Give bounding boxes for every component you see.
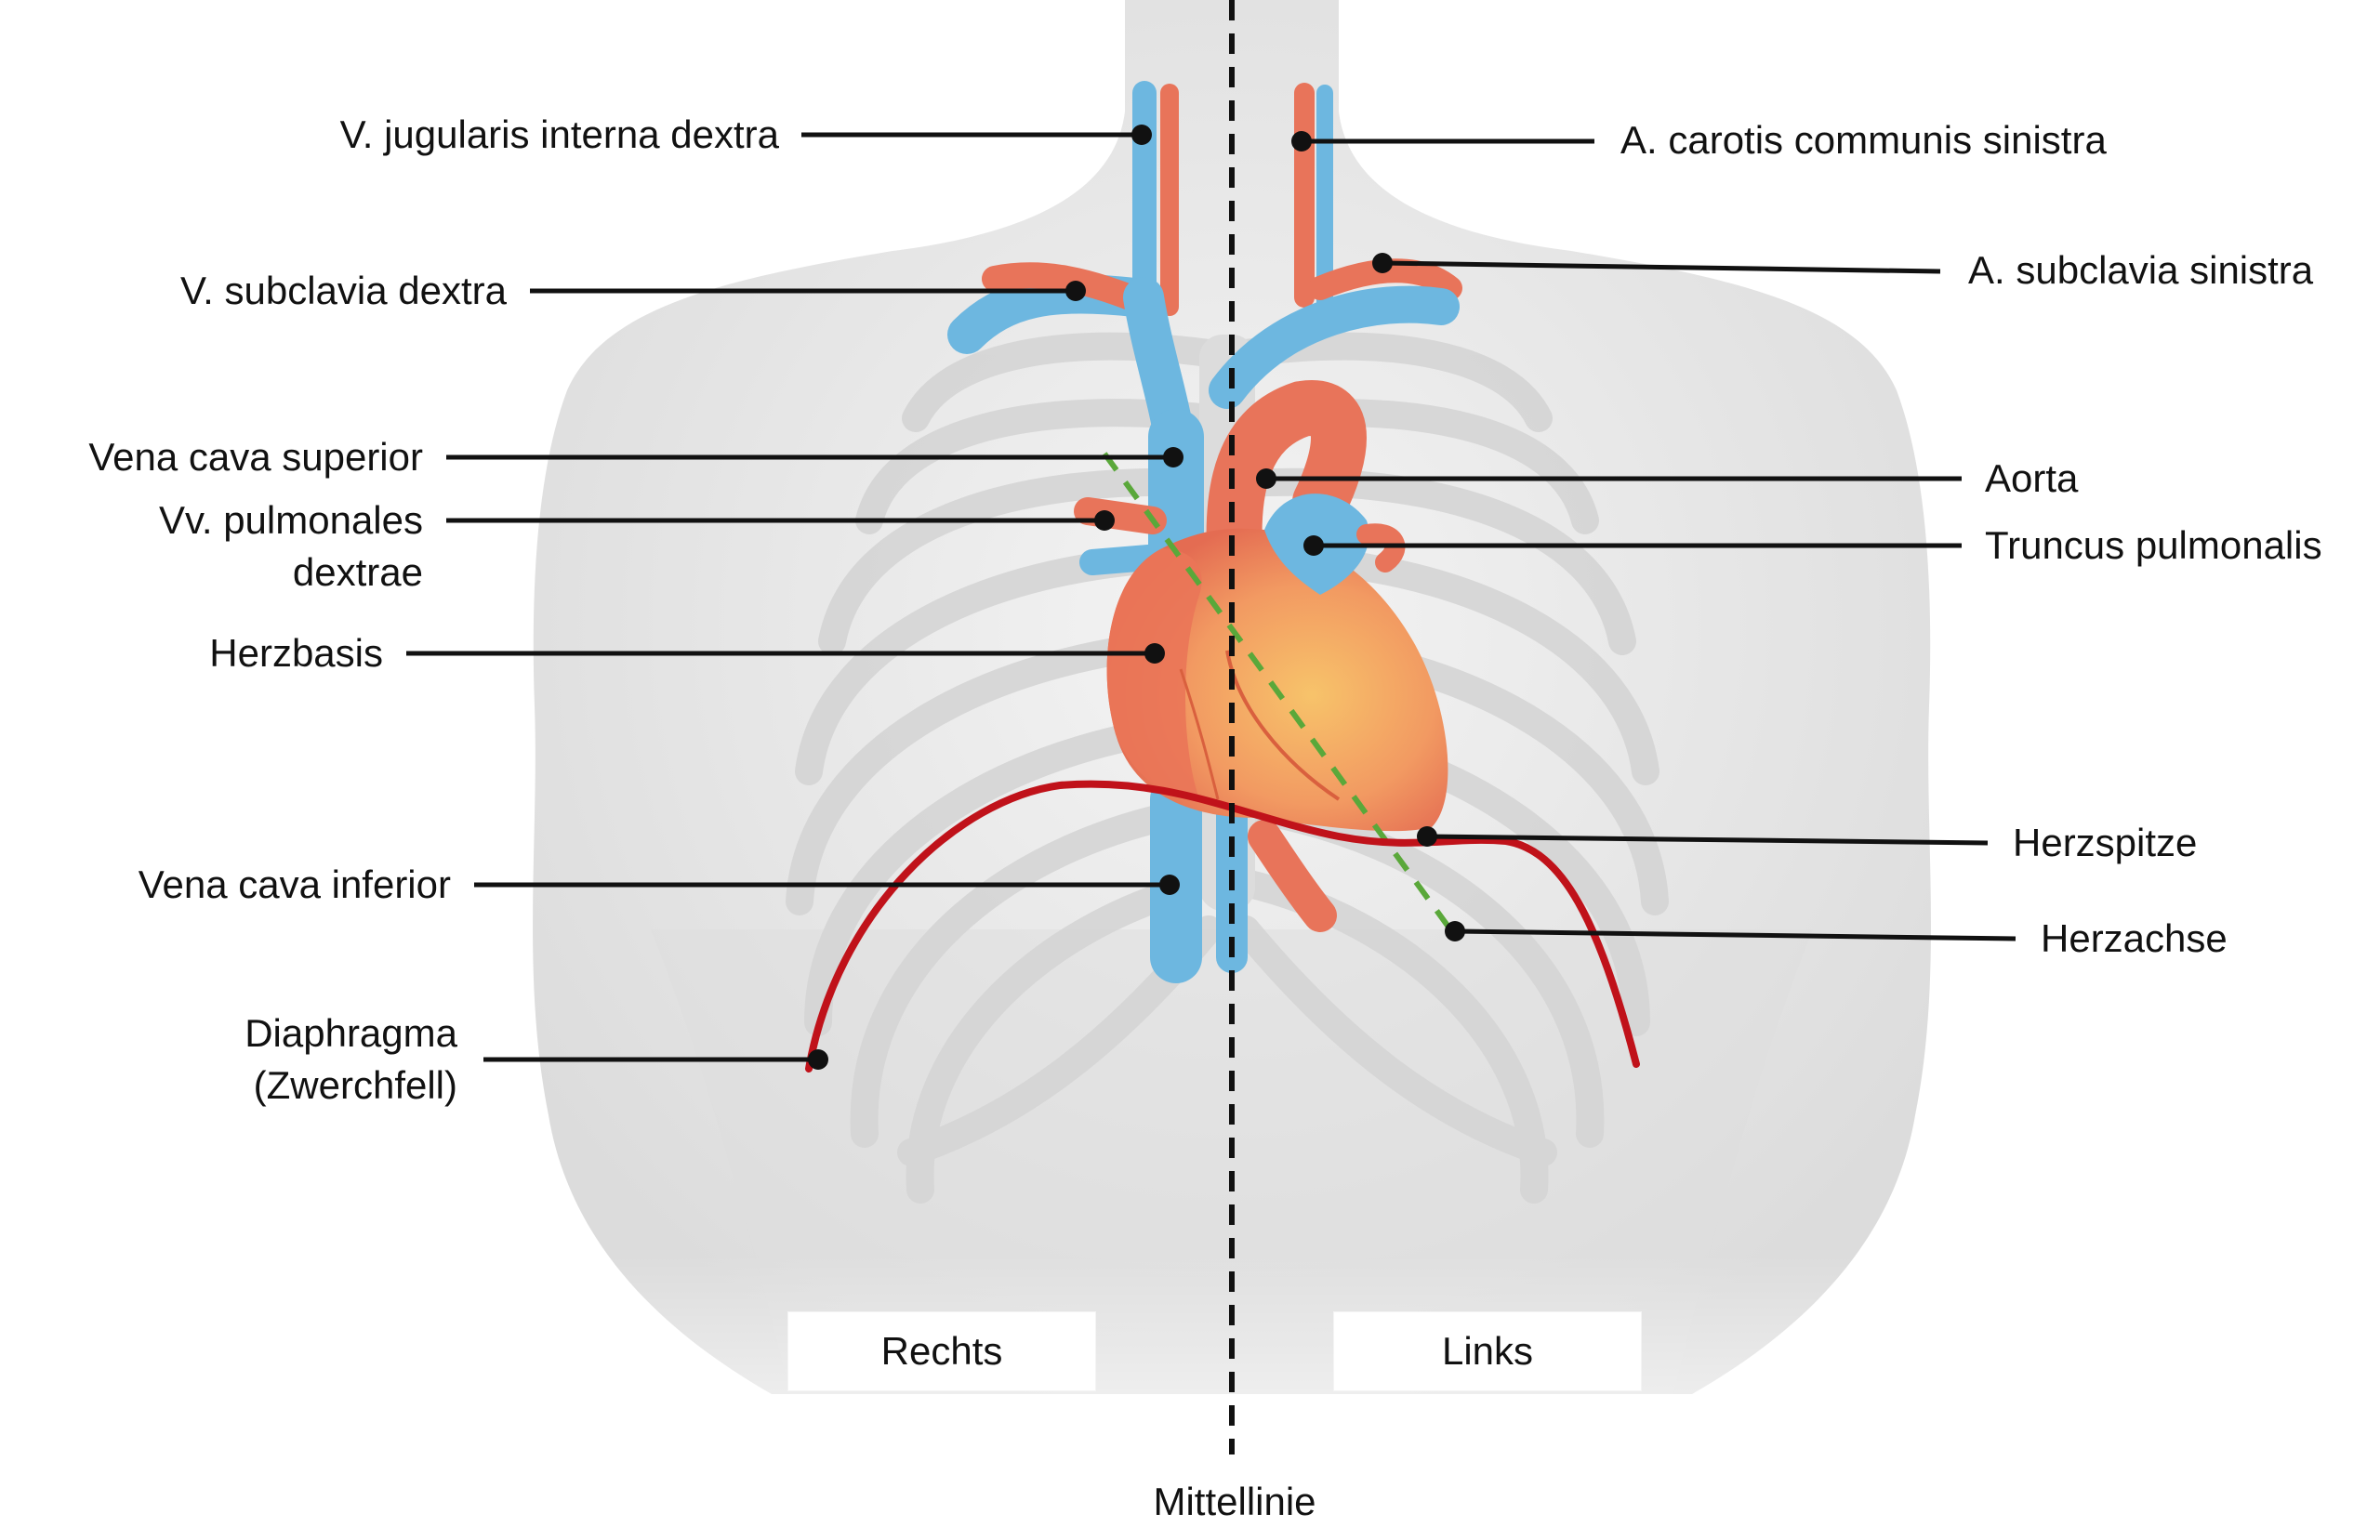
dot-pulmonales <box>1094 510 1115 531</box>
dot-herzachse <box>1445 921 1465 941</box>
dot-aorta <box>1256 468 1276 489</box>
dot-truncus <box>1303 535 1324 556</box>
label-jugularis: V. jugularis interna dextra <box>339 112 779 156</box>
leader-lines-left <box>406 132 1173 1062</box>
diaphragm-line <box>805 780 1640 1073</box>
label-aorta: Aorta <box>1985 456 2079 500</box>
heart-axis-line <box>1102 452 1453 931</box>
label-midline: Mittellinie <box>1153 1480 1316 1523</box>
dot-herzspitze <box>1417 826 1437 847</box>
marker-dots <box>808 125 1465 1070</box>
label-truncus: Truncus pulmonalis <box>1985 523 2322 567</box>
dot-herzbasis <box>1144 643 1165 664</box>
label-vena-cava-superior: Vena cava superior <box>88 435 423 479</box>
label-diaphragma-line1: Diaphragma <box>245 1011 457 1055</box>
leader-lines-right <box>1266 138 2016 941</box>
heart <box>1106 494 1448 832</box>
label-subclavia-dextra: V. subclavia dextra <box>180 269 507 312</box>
label-vena-cava-inferior: Vena cava inferior <box>138 862 451 906</box>
label-diaphragma-line2: (Zwerchfell) <box>253 1063 457 1107</box>
label-subclavia-sinistra: A. subclavia sinistra <box>1968 248 2314 292</box>
label-herzspitze: Herzspitze <box>2013 821 2198 864</box>
side-label-rechts: Rechts <box>880 1329 1003 1373</box>
label-herzachse: Herzachse <box>2041 916 2228 960</box>
dot-vena-cava-inferior <box>1159 875 1180 895</box>
side-box-links: Links <box>1334 1312 1641 1390</box>
dot-subclavia-sinistra <box>1372 253 1393 273</box>
dot-diaphragma <box>808 1049 828 1070</box>
label-herzbasis: Herzbasis <box>209 631 383 675</box>
dot-jugularis <box>1131 125 1152 145</box>
dot-vena-cava-superior <box>1163 447 1183 467</box>
label-carotis: A. carotis communis sinistra <box>1620 118 2107 162</box>
label-pulmonales-line2: dextrae <box>292 550 423 594</box>
side-label-links: Links <box>1441 1329 1534 1373</box>
dot-carotis <box>1291 131 1312 151</box>
label-pulmonales-line1: Vv. pulmonales <box>158 498 423 542</box>
side-box-rechts: Rechts <box>788 1312 1095 1390</box>
dot-subclavia-dextra <box>1065 281 1086 301</box>
